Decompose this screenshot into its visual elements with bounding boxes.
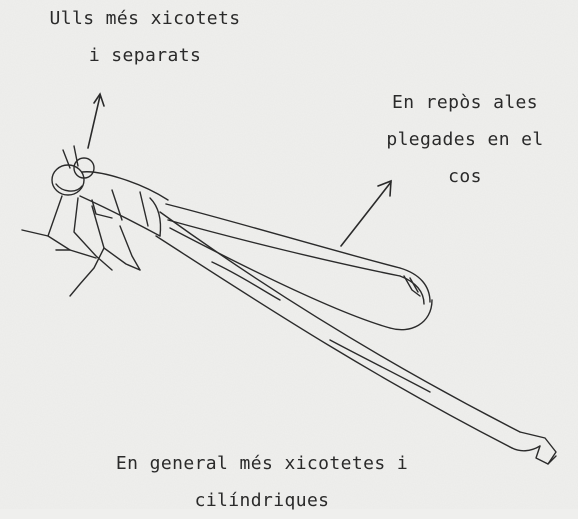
annotation-eyes: Ulls més xicotets i separats	[10, 0, 280, 74]
annotation-body-line-2: cilíndriques	[62, 482, 462, 519]
annotation-eyes-line-1: Ulls més xicotets	[10, 0, 280, 37]
annotation-wings-line-1: En repòs ales	[352, 84, 578, 121]
annotation-wings-line-2: plegades en el	[352, 121, 578, 158]
annotation-body: En general més xicotetes i cilíndriques	[62, 445, 462, 519]
annotation-body-line-1: En general més xicotetes i	[62, 445, 462, 482]
annotation-eyes-line-2: i separats	[10, 37, 280, 74]
annotation-wings-line-3: cos	[352, 158, 578, 195]
annotation-wings: En repòs ales plegades en el cos	[352, 84, 578, 195]
